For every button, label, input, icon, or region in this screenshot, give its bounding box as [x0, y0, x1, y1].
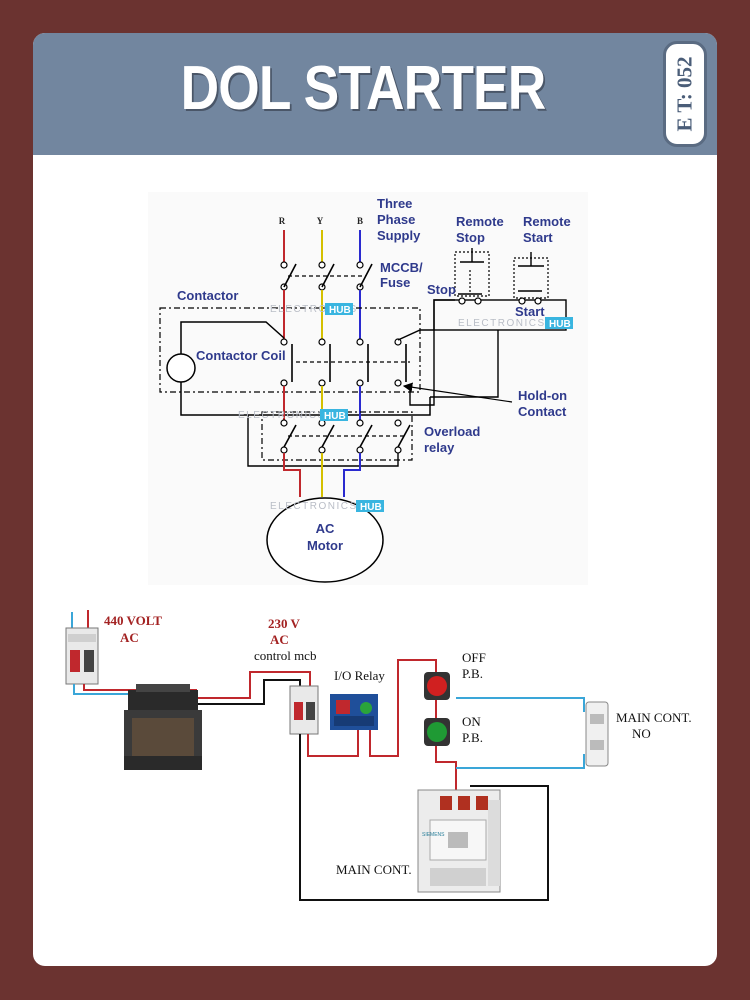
off-pb-label-2: P.B. — [462, 666, 483, 681]
svg-text:HUB: HUB — [549, 319, 571, 330]
wire-b-motor — [343, 453, 361, 497]
contactor-box — [159, 307, 421, 393]
control-wire-c — [409, 330, 435, 406]
v440-label-1: 440 VOLT — [104, 613, 162, 628]
contactor-coil-label: Contactor Coil — [196, 348, 286, 363]
control-loop — [433, 299, 567, 331]
supply-label-2: Phase — [377, 212, 415, 227]
svg-text:HUB: HUB — [360, 502, 382, 513]
overload-label-1: Overload — [424, 424, 480, 439]
local-pb-terminals — [458, 297, 542, 305]
v440-label-2: AC — [120, 630, 139, 645]
contactor-coil — [166, 353, 196, 383]
control-wire-b — [430, 330, 499, 398]
remote-stop-label-2: Stop — [456, 230, 485, 245]
phase-y-label: Y — [317, 216, 324, 226]
wire-no-blue-1 — [456, 697, 585, 712]
header-banner: DOL STARTER E T: 052 — [33, 33, 717, 155]
wire-230-red — [198, 671, 311, 699]
on-pb-label-2: P.B. — [462, 730, 483, 745]
page-title: DOL STARTER — [180, 54, 547, 123]
watermark-4: ELECTRONICS HUB — [270, 500, 384, 513]
supply-label-1: Three — [377, 196, 412, 211]
wire-return-black — [299, 734, 549, 901]
main-cont-no-label-2: NO — [632, 726, 651, 741]
v230-label-1: 230 V — [268, 616, 301, 631]
off-push-button — [424, 672, 450, 700]
main-cont-no-block — [585, 701, 609, 767]
contactor-blades — [291, 344, 407, 382]
control-transformer — [124, 684, 202, 770]
motor-label-line2: Motor — [307, 538, 343, 553]
hold-on-label-1: Hold-on — [518, 388, 567, 403]
svg-text:ELECTRONICS: ELECTRONICS — [458, 318, 546, 329]
svg-text:ELECTRONICS: ELECTRONICS — [270, 501, 358, 512]
stop-label: Stop — [427, 282, 456, 297]
supply-label-3: Supply — [377, 228, 421, 243]
mccb-label-1: MCCB/ — [380, 260, 423, 275]
control-mcb-label: control mcb — [254, 648, 316, 663]
contactor-brand: SIEMENS — [422, 832, 445, 838]
hold-on-label-2: Contact — [518, 404, 567, 419]
wiring-diagram: SIEMENS 440 VOLT AC 230 V AC control mcb… — [65, 610, 692, 901]
contactor-label: Contactor — [177, 288, 238, 303]
wire-230-black — [198, 679, 301, 705]
contactor-terminals — [280, 338, 402, 387]
mccb-switches — [280, 261, 364, 291]
main-mcb — [65, 610, 99, 685]
mccb-label-2: Fuse — [380, 275, 410, 290]
control-mcb — [289, 685, 319, 735]
main-cont-no-label-1: MAIN CONT. — [616, 710, 692, 725]
io-relay-label: I/O Relay — [334, 668, 385, 683]
watermark-1: ELECTRONICS HUB — [270, 303, 358, 316]
wire-no-blue-2 — [456, 754, 585, 769]
coil-wire-top — [180, 321, 285, 354]
code-tag: E T: 052 — [663, 41, 707, 147]
remote-stop-label-1: Remote — [456, 214, 504, 229]
main-contactor: SIEMENS — [417, 789, 501, 893]
wire-r-motor — [283, 453, 301, 497]
io-relay — [330, 694, 378, 730]
hold-on-arrow — [402, 382, 513, 403]
watermark-3: ELECTRONICS HUB — [238, 409, 348, 422]
card: DOL STARTER E T: 052 — [33, 33, 717, 966]
start-label: Start — [515, 304, 545, 319]
watermark-2: ELECTRONICS HUB — [458, 317, 573, 330]
phase-r-label: R — [279, 216, 286, 226]
power-schematic: R Y B — [148, 192, 588, 585]
wire-on-contactor — [435, 744, 457, 796]
ac-motor — [266, 497, 384, 583]
motor-label-line1: AC — [316, 521, 335, 536]
remote-start-label-1: Remote — [523, 214, 571, 229]
on-push-button — [424, 718, 450, 746]
svg-text:HUB: HUB — [329, 305, 351, 316]
v230-label-2: AC — [270, 632, 289, 647]
on-pb-label-1: ON — [462, 714, 481, 729]
main-cont-label: MAIN CONT. — [336, 862, 412, 877]
overload-terminals — [280, 419, 402, 454]
overload-label-2: relay — [424, 440, 455, 455]
off-pb-label-1: OFF — [462, 650, 486, 665]
coil-wire-bottom — [180, 382, 431, 416]
svg-text:ELECTRONICS: ELECTRONICS — [270, 304, 358, 315]
phase-b-label: B — [357, 216, 363, 226]
wire-relay-red-b — [369, 659, 437, 757]
svg-text:ELECTRONICS: ELECTRONICS — [238, 410, 326, 421]
wire-relay-red-a — [307, 730, 359, 757]
remote-start-label-2: Start — [523, 230, 553, 245]
svg-text:HUB: HUB — [324, 411, 346, 422]
